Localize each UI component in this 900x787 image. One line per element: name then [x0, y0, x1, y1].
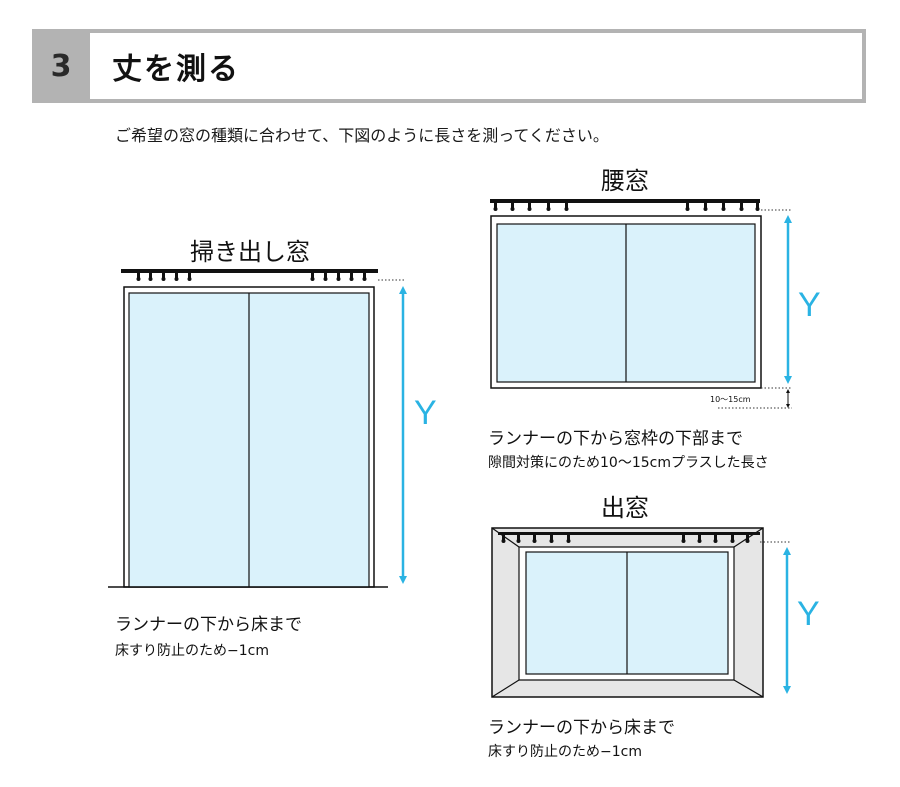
- y-label: Y: [414, 394, 437, 432]
- intro-text: ご希望の窓の種類に合わせて、下図のように長さを測ってください。: [115, 126, 609, 145]
- curtain-rail: [121, 269, 378, 273]
- curtain-runners: [136, 273, 367, 281]
- demado-window-diagram: 出窓 Y: [491, 494, 820, 698]
- curtain-runners: [493, 203, 760, 211]
- gap-label: 10～15cm: [710, 395, 751, 404]
- curtain-runners: [501, 535, 750, 543]
- demado-note: 床すり防止のため−1cm: [488, 744, 642, 760]
- section-title-box: 丈を測る: [90, 33, 862, 99]
- koshi-note: 隙間対策にのため10〜15cmプラスした長さ: [488, 455, 769, 471]
- bay-perspective-lines: [491, 527, 764, 698]
- section-header: 3 丈を測る: [32, 29, 866, 103]
- hakidashi-title: 掃き出し窓: [190, 238, 310, 266]
- demado-caption: ランナーの下から床まで: [488, 718, 675, 738]
- curtain-rail: [498, 532, 760, 535]
- hakidashi-note: 床すり防止のため−1cm: [115, 643, 269, 659]
- hakidashi-window-diagram: 掃き出し窓 Y: [108, 238, 437, 588]
- section-title: 丈を測る: [112, 52, 240, 87]
- section-number: 3: [50, 48, 72, 84]
- curtain-rail: [490, 199, 760, 203]
- y-label: Y: [798, 286, 821, 324]
- koshi-title: 腰窓: [601, 167, 649, 195]
- koshi-caption: ランナーの下から窓枠の下部まで: [488, 429, 743, 449]
- hakidashi-caption: ランナーの下から床まで: [115, 615, 302, 635]
- y-label: Y: [797, 595, 820, 633]
- demado-title: 出窓: [601, 494, 649, 522]
- koshi-window-diagram: 腰窓 Y 10～15cm: [490, 167, 821, 409]
